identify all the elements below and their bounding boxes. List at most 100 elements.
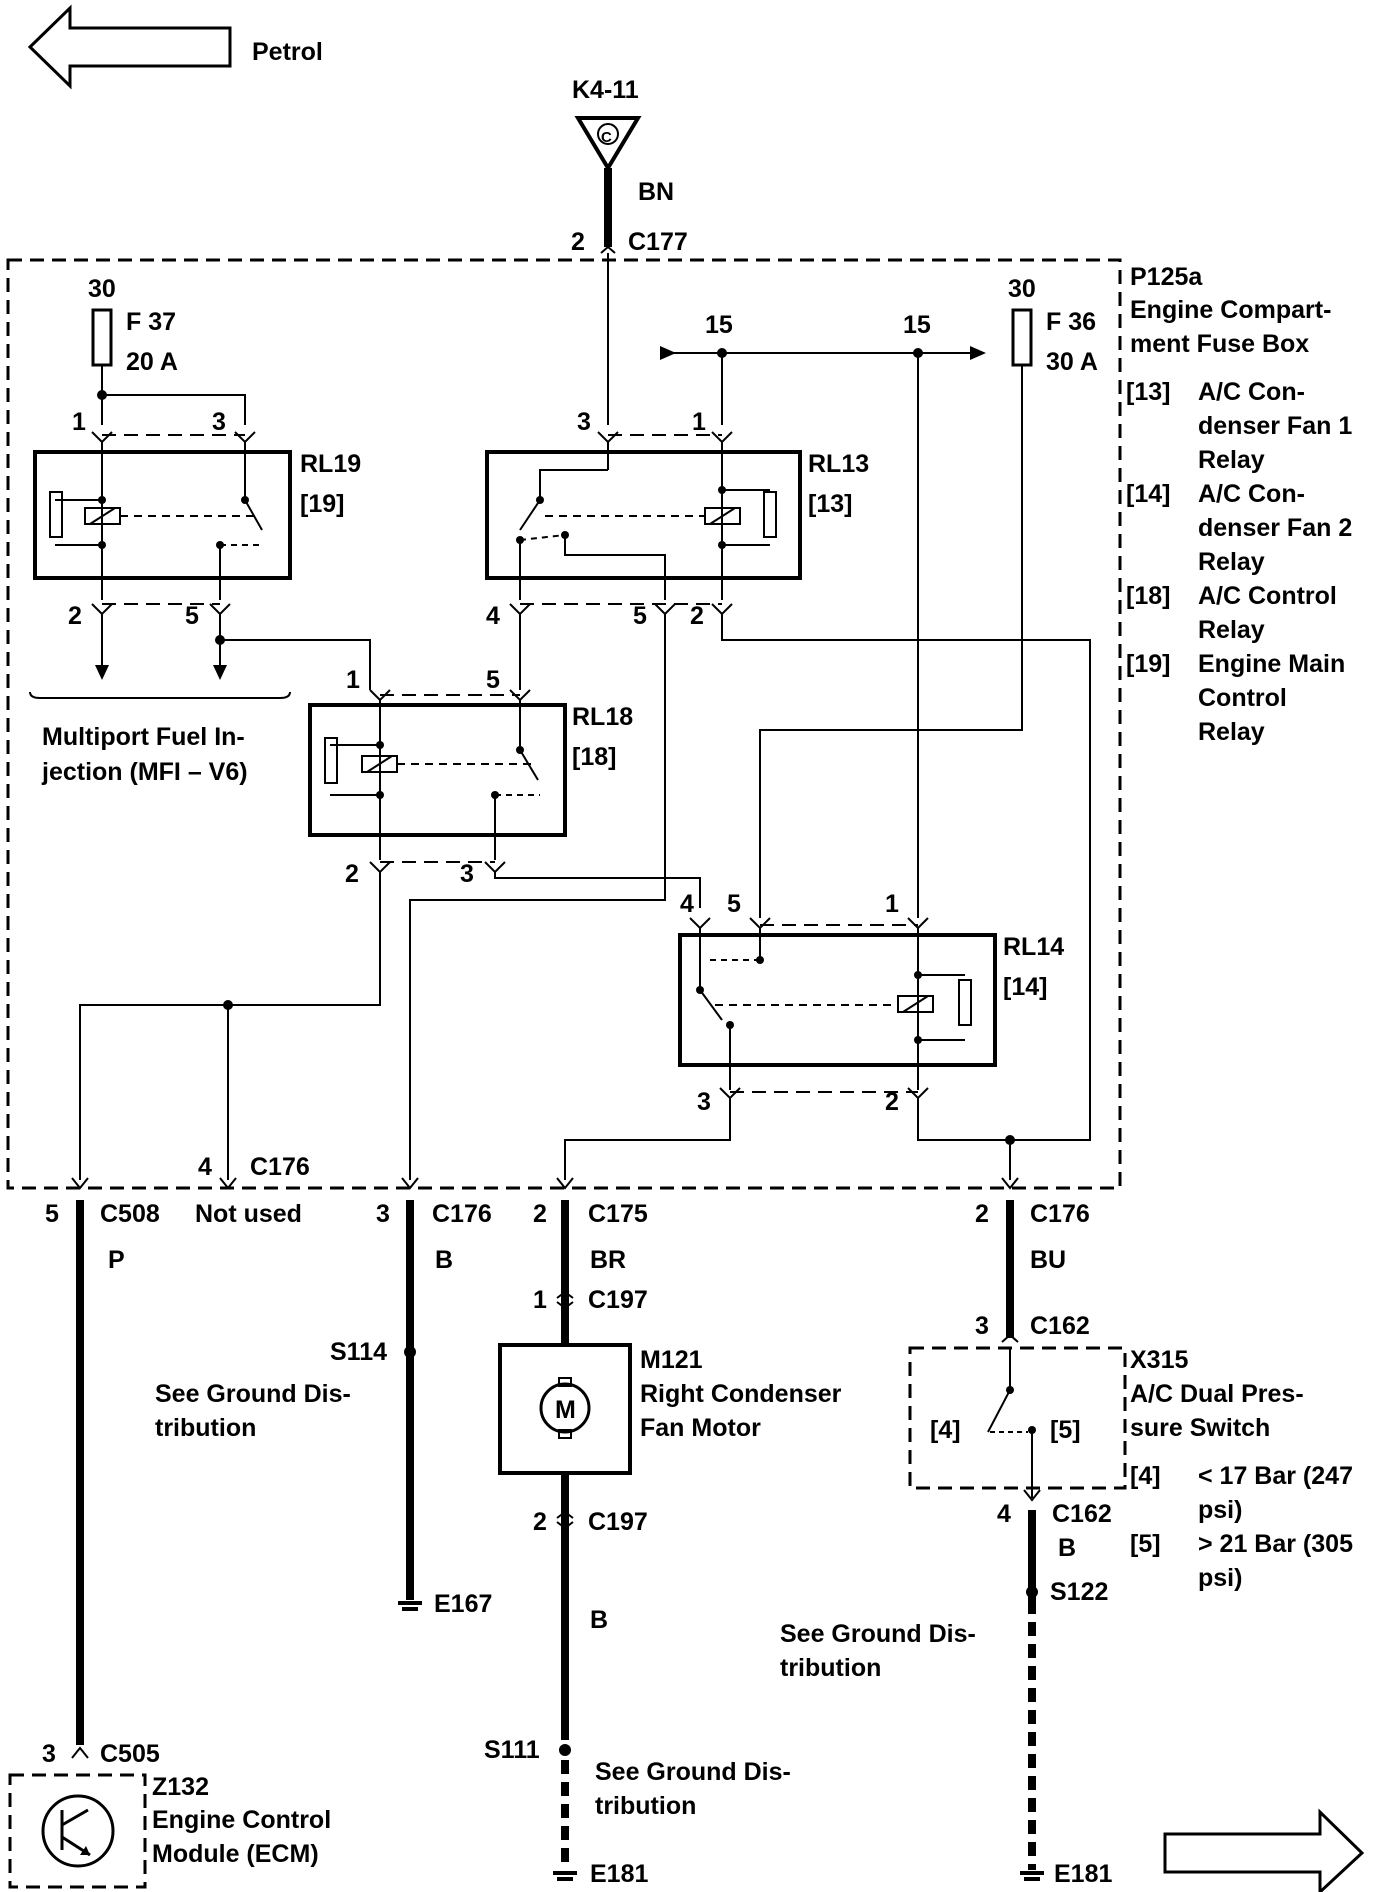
rl14-pin2-wire <box>917 1098 1011 1180</box>
legend-code: [19] <box>1126 650 1170 678</box>
c175-wire: BR <box>590 1246 626 1274</box>
rl13-pin5-wire <box>409 614 666 1180</box>
c162-bot-pin: 4 <box>997 1500 1011 1528</box>
c508-conn: C508 <box>100 1200 160 1228</box>
rl14-pin: 5 <box>727 890 741 918</box>
c197-top-pin: 1 <box>533 1286 547 1314</box>
switch-line-1: A/C Dual Pres- <box>1130 1380 1304 1408</box>
c197-top-conn: C197 <box>588 1286 648 1314</box>
f37-name: F 37 <box>126 308 176 336</box>
f36-fuse-icon <box>1011 308 1033 367</box>
k4-letter: C <box>601 129 612 146</box>
e181-switch-label: E181 <box>1054 1860 1112 1888</box>
f37-supply: 30 <box>88 275 116 303</box>
c508-pin: 5 <box>45 1200 59 1228</box>
ground-e181-motor-icon <box>553 1871 577 1881</box>
c176-3-conn: C176 <box>432 1200 492 1228</box>
rl19-pin5-arrow-icon <box>213 665 227 680</box>
f37-rating: 20 A <box>126 348 178 376</box>
c508-wire: P <box>108 1246 125 1274</box>
ground-e181-switch-icon <box>1020 1871 1044 1881</box>
legend-line: Relay <box>1198 616 1265 644</box>
ecm-line-2: Module (ECM) <box>152 1840 319 1868</box>
motor-wire-color: B <box>590 1606 608 1634</box>
rl13-ref: [13] <box>808 490 852 518</box>
legend-line: A/C Control <box>1198 582 1337 610</box>
rl13-pin: 1 <box>692 408 706 436</box>
c177-arrow-icon <box>600 245 616 254</box>
c175-conn: C175 <box>588 1200 648 1228</box>
c197-bot-connector-icon <box>556 1510 574 1530</box>
prev-page-arrow-icon[interactable] <box>27 4 232 90</box>
ecm-line-1: Engine Control <box>152 1806 331 1834</box>
ecm-box <box>8 1773 147 1889</box>
motor-icon <box>539 1377 591 1439</box>
e181-motor-label: E181 <box>590 1860 648 1888</box>
bus15-left-arrow-icon <box>660 346 676 360</box>
rl14-pin: 3 <box>697 1088 711 1116</box>
s114-splice <box>404 1346 416 1358</box>
s111-label: S111 <box>484 1736 540 1764</box>
k4-wire-color: BN <box>638 178 674 206</box>
mfi-line-1: Multiport Fuel In- <box>42 723 245 751</box>
legend-code: [14] <box>1126 480 1170 508</box>
c162-top-arrow-icon <box>1001 1333 1019 1343</box>
rl18-pin2-wire <box>79 872 381 1180</box>
legend-line: Relay <box>1198 718 1265 746</box>
motor-ground-line-1: See Ground Dis- <box>595 1758 791 1786</box>
c176-2-wire: BU <box>1030 1246 1066 1274</box>
transistor-icon <box>41 1794 115 1868</box>
switch-pos-5: [5] <box>1050 1416 1081 1444</box>
c197-bot-conn: C197 <box>588 1508 648 1536</box>
relay-rl13 <box>485 431 802 616</box>
ground-e167-icon <box>398 1601 422 1611</box>
c197-bot-pin: 2 <box>533 1508 547 1536</box>
rl13-pin2-wire <box>721 614 1091 1141</box>
rl13-pin: 3 <box>577 408 591 436</box>
legend-line: A/C Con- <box>1198 378 1305 406</box>
rl19-pin: 1 <box>72 408 86 436</box>
relay-rl18 <box>308 689 567 874</box>
next-page-arrow-icon[interactable] <box>1163 1808 1365 1892</box>
switch-box <box>908 1346 1127 1490</box>
rl13-pin: 5 <box>633 602 647 630</box>
c176-4-pin: 4 <box>198 1153 212 1181</box>
motor-id: M121 <box>640 1346 703 1374</box>
switch-note5-line-2: psi) <box>1198 1564 1242 1592</box>
ecm-conn: C505 <box>100 1740 160 1768</box>
bus15-right-arrow-icon <box>970 346 986 360</box>
c197-top-connector-icon <box>556 1290 574 1310</box>
rl13-pin: 4 <box>486 602 500 630</box>
rl19-pin: 2 <box>68 602 82 630</box>
rl14-name: RL14 <box>1003 933 1064 961</box>
fusebox-name-2: ment Fuse Box <box>1130 330 1309 358</box>
switch-note4-code: [4] <box>1130 1462 1161 1490</box>
rl18-pin: 3 <box>460 860 474 888</box>
s122-label: S122 <box>1050 1578 1108 1606</box>
s122-splice <box>1026 1586 1038 1598</box>
c176-4-conn: C176 <box>250 1153 310 1181</box>
legend-line: Relay <box>1198 446 1265 474</box>
f36-wire <box>759 365 1023 918</box>
relay-rl19 <box>33 431 292 616</box>
relay-legend: [13] A/C Con- denser Fan 1 Relay [14] A/… <box>1126 378 1352 746</box>
bus15-label-b: 15 <box>903 311 931 339</box>
motor-symbol: M <box>555 1396 576 1424</box>
rl14-ref: [14] <box>1003 973 1047 1001</box>
rl19-pin: 3 <box>212 408 226 436</box>
switch-ground-line-2: tribution <box>780 1654 881 1682</box>
fusebox-id: P125a <box>1130 263 1203 291</box>
rl18-pin: 5 <box>486 666 500 694</box>
c162-bot-arrow-icon <box>1023 1489 1041 1502</box>
rl19-name: RL19 <box>300 450 361 478</box>
legend-code: [13] <box>1126 378 1170 406</box>
switch-id: X315 <box>1130 1346 1188 1374</box>
c162-bot-conn: C162 <box>1052 1500 1112 1528</box>
bus15-label-a: 15 <box>705 311 733 339</box>
switch-note4-line-1: < 17 Bar (247 <box>1198 1462 1353 1490</box>
legend-code: [18] <box>1126 582 1170 610</box>
bottom-connector-arrows <box>71 1177 1019 1190</box>
rl13-pin: 2 <box>690 602 704 630</box>
legend-line: A/C Con- <box>1198 480 1305 508</box>
rl18-ref: [18] <box>572 743 616 771</box>
